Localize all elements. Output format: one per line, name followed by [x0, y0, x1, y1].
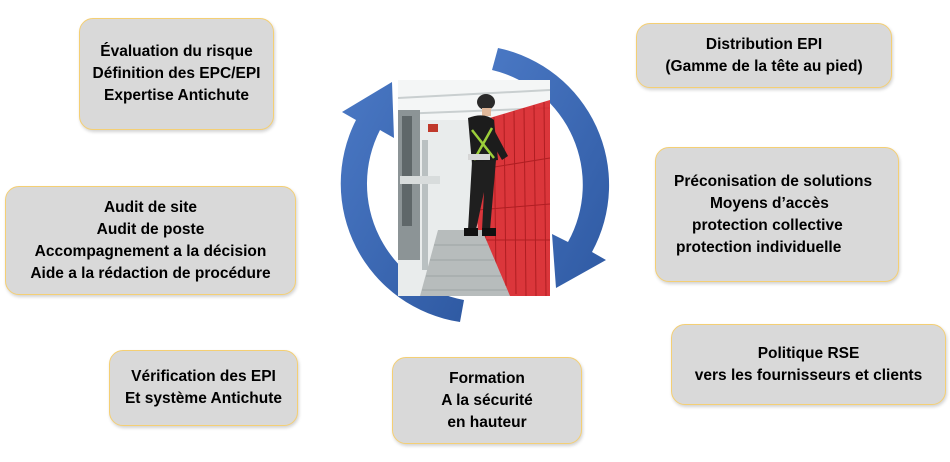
risk-line-2: Définition des EPC/EPI: [92, 65, 261, 82]
preconisation-box: Préconisation de solutions Moyens d’accè…: [655, 147, 899, 282]
risk-line-1: Évaluation du risque: [100, 43, 253, 60]
verification-box: Vérification des EPI Et système Antichut…: [109, 350, 298, 426]
worker-on-walkway-photo: [398, 80, 550, 296]
preconisation-line-2: Moyens d’accès: [710, 194, 829, 212]
rse-line-2: vers les fournisseurs et clients: [694, 366, 923, 384]
cycle-arrow-left-icon: [340, 82, 464, 322]
formation-line-1: Formation: [449, 369, 525, 387]
preconisation-line-4: protection individuelle: [676, 238, 842, 256]
rse-line-1: Politique RSE: [757, 344, 860, 362]
audit-line-4: Aide a la rédaction de procédure: [30, 264, 271, 282]
preconisation-line-3: protection collective: [692, 216, 843, 234]
distribution-box: Distribution EPI (Gamme de la tête au pi…: [636, 23, 892, 88]
audit-line-3: Accompagnement a la décision: [34, 242, 267, 260]
formation-box: Formation A la sécurité en hauteur: [392, 357, 582, 444]
circular-cycle-arrows-icon: [340, 48, 610, 322]
risk-assessment-box: Évaluation du risque Définition des EPC/…: [79, 18, 274, 130]
distribution-line-1: Distribution EPI: [705, 35, 823, 53]
formation-line-3: en hauteur: [447, 413, 527, 431]
distribution-line-2: (Gamme de la tête au pied): [665, 57, 863, 75]
risk-line-3: Expertise Antichute: [104, 87, 249, 104]
verification-line-2: Et système Antichute: [124, 390, 283, 407]
cycle-arrow-right-icon: [492, 48, 610, 288]
audit-line-1: Audit de site: [103, 198, 197, 216]
preconisation-line-1: Préconisation de solutions: [674, 172, 873, 190]
audit-line-2: Audit de poste: [96, 220, 205, 238]
verification-line-1: Vérification des EPI: [131, 368, 276, 385]
audit-box: Audit de site Audit de poste Accompagnem…: [5, 186, 296, 295]
formation-line-2: A la sécurité: [441, 391, 533, 409]
rse-policy-box: Politique RSE vers les fournisseurs et c…: [671, 324, 946, 405]
